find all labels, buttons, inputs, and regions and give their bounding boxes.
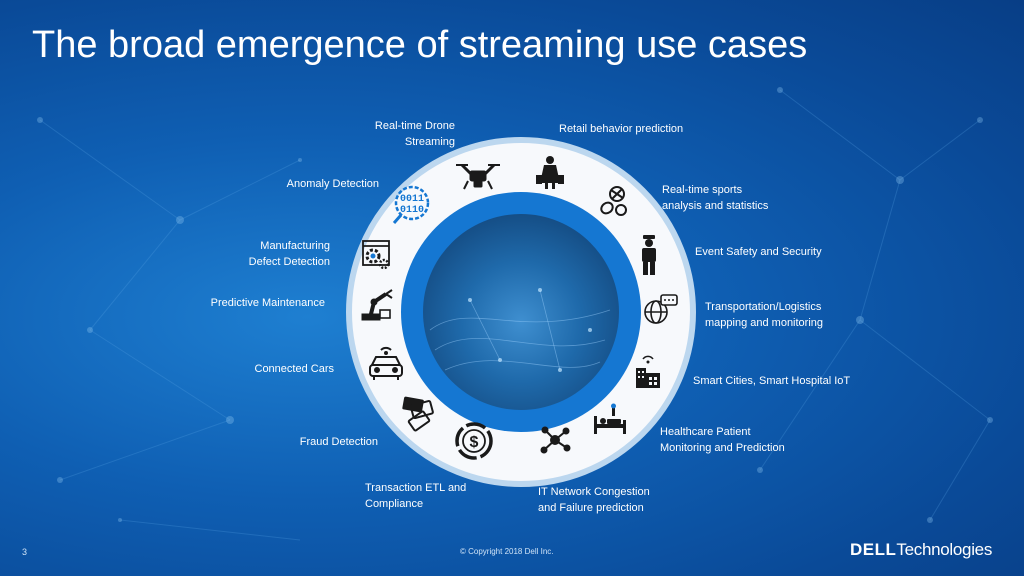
label-drone-streaming: Real-time Drone Streaming [340,118,455,150]
label-fraud-detection: Fraud Detection [240,434,378,450]
label-transaction-etl: Transaction ETL and Compliance [365,480,466,512]
copyright: © Copyright 2018 Dell Inc. [460,547,554,556]
label-anomaly-detection: Anomaly Detection [240,176,379,192]
label-retail-behavior: Retail behavior prediction [559,121,683,137]
label-healthcare: Healthcare Patient Monitoring and Predic… [660,424,785,456]
label-predictive-maintenance: Predictive Maintenance [170,295,325,311]
label-connected-cars: Connected Cars [200,361,334,377]
label-smart-cities: Smart Cities, Smart Hospital IoT [693,373,850,389]
logo-dell: DELL [850,540,896,559]
label-manufacturing-defect: Manufacturing Defect Detection [210,238,330,270]
label-network-congestion: IT Network Congestion and Failure predic… [538,484,650,516]
inner-core [423,214,619,410]
label-event-safety: Event Safety and Security [695,244,822,260]
label-sports-analysis: Real-time sports analysis and statistics [662,182,768,214]
anomaly-digits-line-2: 0110 [400,205,424,216]
slide-number: 3 [22,547,27,557]
logo-technologies: Technologies [896,540,992,559]
svg-text:$: $ [470,434,479,451]
anomaly-digits-line-1: 0011 [400,194,424,205]
label-transportation: Transportation/Logistics mapping and mon… [705,299,823,331]
dell-technologies-logo: DELLTechnologies [850,540,992,560]
